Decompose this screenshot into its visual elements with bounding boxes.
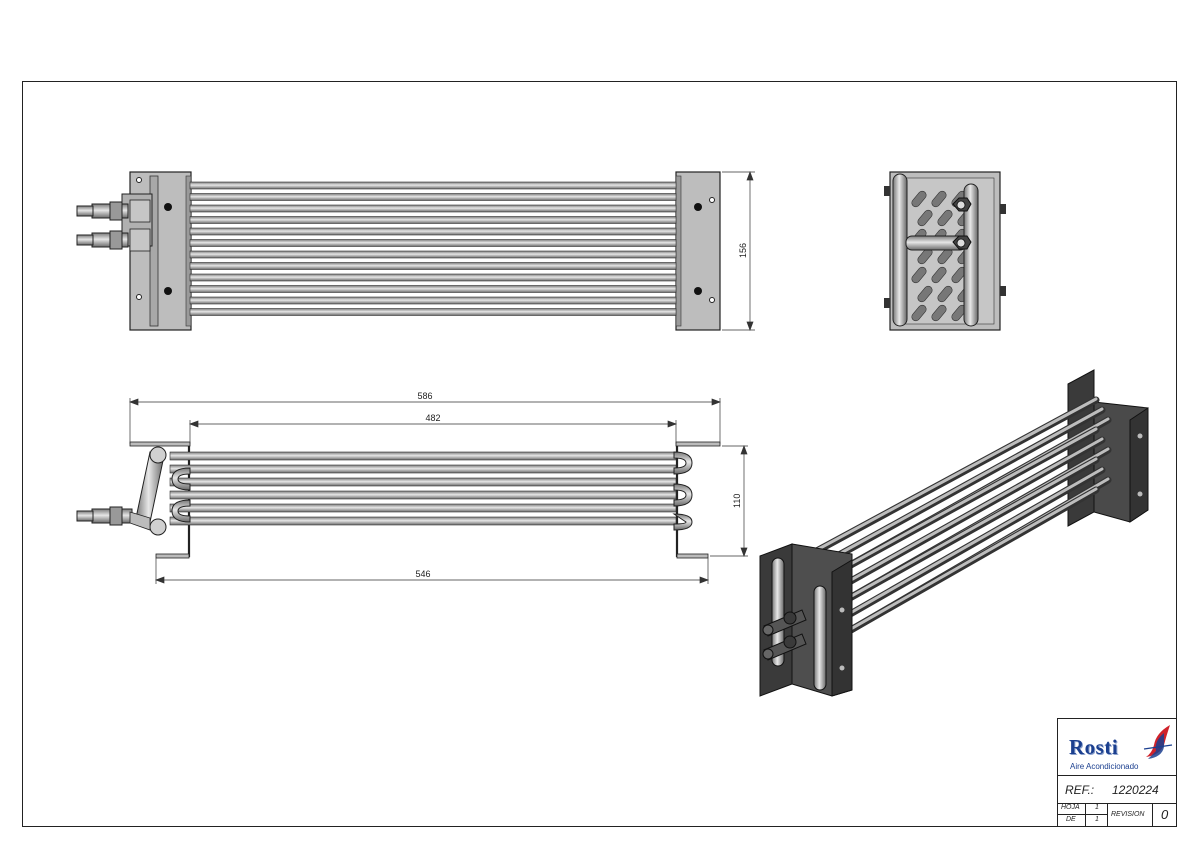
ref-value: 1220224 bbox=[1112, 783, 1159, 797]
de-value: 1 bbox=[1095, 816, 1099, 823]
iso-tube-bank bbox=[796, 396, 1112, 663]
brand-name: Rosti bbox=[1069, 735, 1119, 759]
tube-bank-top bbox=[169, 451, 677, 526]
drawing-frame bbox=[22, 81, 1177, 827]
dim-156-label: 156 bbox=[738, 243, 748, 258]
hoja-label: HOJA bbox=[1061, 804, 1080, 811]
dim-586-label: 586 bbox=[417, 391, 432, 401]
dimension-156 bbox=[722, 171, 755, 331]
dim-546-label: 546 bbox=[415, 569, 430, 579]
company-logo: Rosti Aire Acondicionado bbox=[1058, 719, 1176, 776]
front-view: 156 bbox=[76, 171, 755, 331]
dim-482-label: 482 bbox=[425, 413, 440, 423]
title-block: Rosti Aire Acondicionado REF.: 1220224 H… bbox=[1057, 718, 1177, 827]
ref-label: REF.: bbox=[1065, 783, 1095, 797]
logo-swoosh-icon bbox=[1143, 725, 1173, 759]
top-view: 586 482 546 110 bbox=[76, 391, 748, 584]
dim-110-label: 110 bbox=[732, 494, 742, 508]
isometric-view bbox=[759, 369, 1149, 697]
sheet-info-row: HOJA DE 1 1 REVISION 0 bbox=[1058, 803, 1176, 827]
brand-subtitle: Aire Acondicionado bbox=[1070, 762, 1139, 771]
revision-value: 0 bbox=[1161, 807, 1169, 822]
right-end-plate bbox=[675, 171, 721, 331]
inlet-fittings bbox=[76, 193, 153, 252]
header-pipe bbox=[76, 446, 167, 536]
revision-label: REVISION bbox=[1111, 811, 1145, 818]
tube-bank bbox=[189, 181, 677, 316]
de-label: DE bbox=[1066, 816, 1076, 823]
side-view bbox=[884, 171, 1006, 331]
reference-row: REF.: 1220224 bbox=[1058, 775, 1176, 804]
hoja-value: 1 bbox=[1095, 804, 1099, 811]
